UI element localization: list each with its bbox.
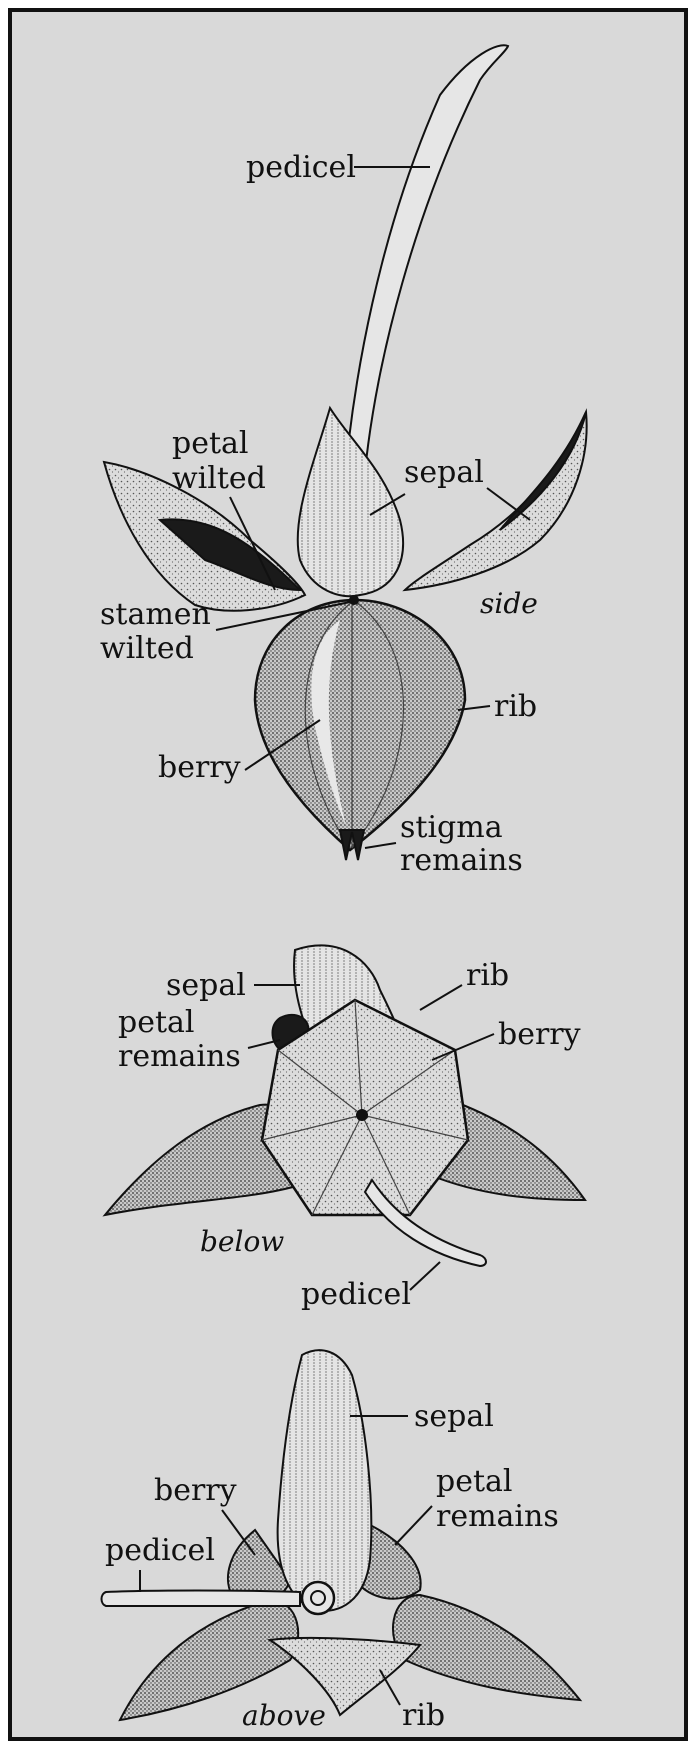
below-pedicel-label: pedicel [301,1277,411,1312]
below-rib-label: rib [466,958,509,993]
above-petal-remains-label-2: remains [436,1499,559,1534]
below-petal-remains-label-1: petal [118,1005,195,1040]
below-caption: below [200,1225,284,1258]
side-berry-label: berry [158,750,241,785]
above-caption: above [242,1699,326,1732]
side-pedicel-label: pedicel [246,150,356,185]
below-center [356,1109,368,1121]
above-rib-label: rib [402,1698,445,1733]
side-stigma-remains-label-2: remains [400,843,523,878]
side-rib-label: rib [494,689,537,724]
above-pedicel-stalk [102,1591,301,1607]
side-stigma-remains-label-1: stigma [400,810,503,845]
above-pedicel-label: pedicel [105,1533,215,1568]
above-petal-remains-label-1: petal [436,1464,513,1499]
side-sepal-label: sepal [404,455,484,490]
above-sepal-label: sepal [414,1399,494,1434]
above-berry-label: berry [154,1473,237,1508]
side-petal-wilted-label-2: wilted [172,461,266,496]
side-petal-wilted-label-1: petal [172,426,249,461]
side-stamen-wilted-label-2: wilted [100,631,194,666]
below-sepal-label: sepal [166,968,246,1003]
above-pedicel-attachment [302,1582,334,1614]
side-wilted-stamen [349,595,359,605]
below-petal-remains-label-2: remains [118,1039,241,1074]
below-berry-label: berry [498,1017,581,1052]
side-caption: side [480,587,538,620]
side-stamen-wilted-label-1: stamen [100,597,211,632]
